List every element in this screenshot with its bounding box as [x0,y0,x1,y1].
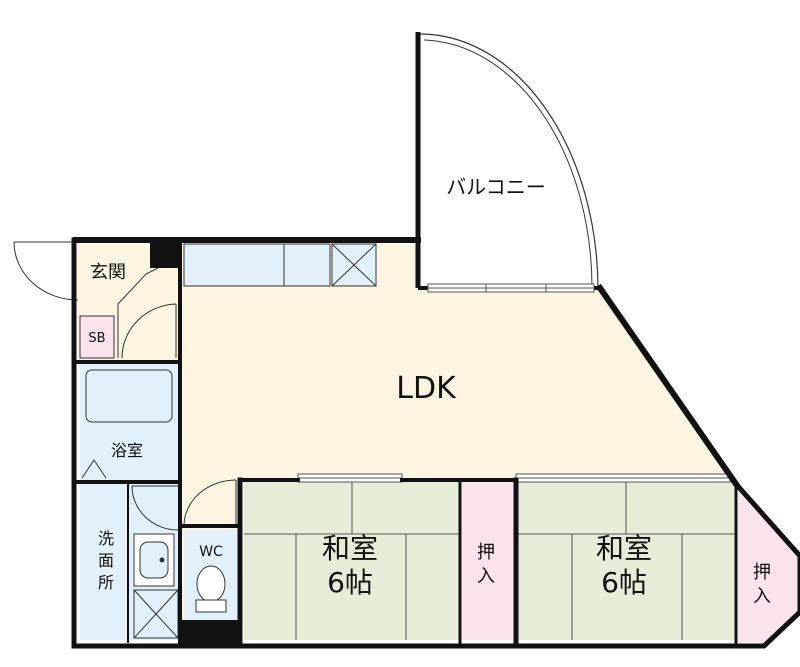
label-closet-2-a: 押 [753,562,771,583]
label-closet-2-b: 入 [753,586,771,607]
kitchen-counter [183,243,377,287]
toilet-fixture [195,565,227,613]
bathtub [85,369,173,423]
washitsu-2-floor [518,482,736,640]
label-washroom-1: 洗 [98,529,114,548]
label-shoe-box: SB [88,331,105,346]
hall-door [121,303,177,359]
entrance-door [13,241,79,301]
label-closet-1-a: 押 [477,542,495,563]
label-closet-1-b: 入 [477,566,495,587]
balcony [415,32,599,290]
label-washitsu-1-name: 和室 [322,532,378,565]
tatami-lines-2 [518,482,736,640]
label-washroom-2: 面 [98,551,114,570]
shoe-box [79,315,115,359]
washroom-door [131,485,179,531]
washer-space [133,589,179,639]
ldk-floor [180,244,730,640]
label-ldk: LDK [396,371,457,406]
label-bathroom: 浴室 [111,441,143,460]
label-entrance: 玄関 [90,262,126,283]
label-washitsu-2-name: 和室 [596,532,652,565]
toilet-door [183,479,237,527]
tatami-lines-1 [244,482,460,640]
label-balcony: バルコニー [446,175,546,199]
bath-entry-mark [81,459,107,479]
closet-1-floor [462,482,516,640]
washbasin [133,533,175,587]
walls [71,237,800,649]
wall-column-toilet [180,620,240,646]
label-washitsu-2-size: 6帖 [601,566,647,599]
entrance-step [117,267,159,358]
balcony-window [427,283,595,293]
label-washitsu-1-size: 6帖 [327,566,373,599]
label-washroom-3: 所 [98,573,114,592]
closet-2-floor [738,482,798,642]
label-toilet: WC [199,544,223,560]
wall-column-entrance [150,240,180,268]
